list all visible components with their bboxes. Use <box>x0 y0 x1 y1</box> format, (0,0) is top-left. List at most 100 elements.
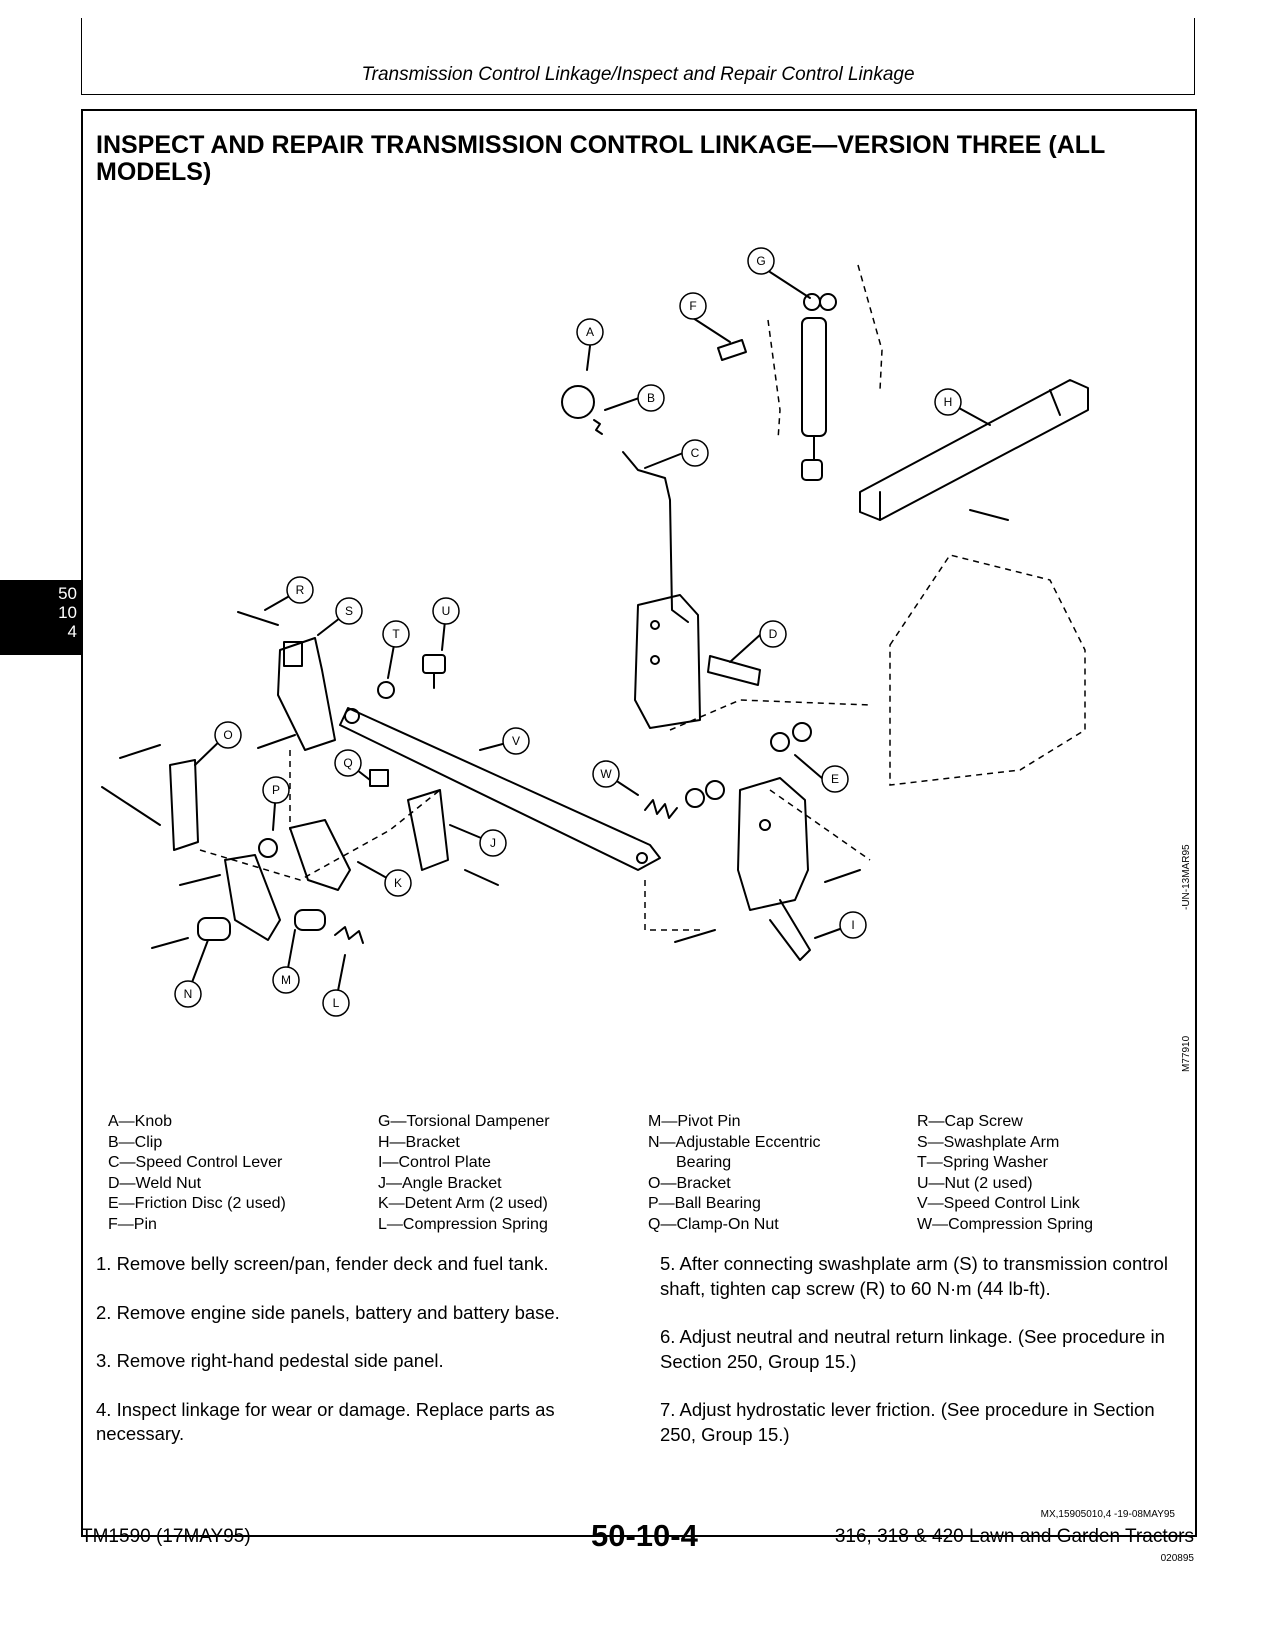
legend-item: L—Compression Spring <box>378 1215 548 1233</box>
callout-k-label: K <box>394 876 402 890</box>
ball-bearing <box>258 838 278 858</box>
knob <box>561 385 595 419</box>
legend-item: B—Clip <box>108 1133 163 1151</box>
clip <box>593 419 603 435</box>
legend-item: W—Compression Spring <box>917 1215 1094 1233</box>
callout-n-label: N <box>184 987 193 1001</box>
callouts: A B C D E F G H I J K L M N O P Q R S T … <box>174 247 962 1017</box>
callout-f: F <box>679 292 707 320</box>
legend-item: S—Swashplate Arm <box>917 1133 1060 1151</box>
legend-item: K—Detent Arm (2 used) <box>378 1195 548 1212</box>
weld-nut <box>707 655 761 686</box>
callout-c-label: C <box>691 446 700 460</box>
header-right-rule <box>1194 18 1195 95</box>
friction-disc-2 <box>792 722 812 742</box>
page-title: INSPECT AND REPAIR TRANSMISSION CONTROL … <box>96 131 1105 186</box>
callout-q-label: Q <box>343 756 352 770</box>
callout-l: L <box>322 989 350 1017</box>
pedestal-plate <box>634 594 701 729</box>
callout-i: I <box>839 911 867 939</box>
section-tab-label: 50 10 4 <box>58 584 77 641</box>
step-5: 5. After connecting swashplate arm (S) t… <box>660 1253 1168 1299</box>
callout-j: J <box>479 829 507 857</box>
callout-t: T <box>382 620 410 648</box>
header-rule <box>81 94 1195 95</box>
nut-u <box>422 654 446 689</box>
footer-date-code: 020895 <box>1160 1553 1194 1564</box>
callout-m: M <box>272 966 300 994</box>
legend-item: U—Nut (2 used) <box>917 1174 1033 1192</box>
section-tab-line3: 4 <box>67 622 77 641</box>
legend-item: J—Angle Bracket <box>378 1174 502 1192</box>
exploded-parts-diagram: A B C D E F G H I J K L M N O P Q R S T … <box>101 247 1089 1017</box>
callout-e-label: E <box>831 772 839 786</box>
step-1: 1. Remove belly screen/pan, fender deck … <box>96 1253 549 1274</box>
callout-j-label: J <box>490 836 496 850</box>
legend-item: H—Bracket <box>378 1133 460 1151</box>
friction-disc <box>770 732 790 752</box>
step-4: 4. Inspect linkage for wear or damage. R… <box>96 1398 555 1445</box>
clamp-on-nut <box>369 769 389 787</box>
screw-7 <box>969 509 1009 521</box>
callout-v-label: V <box>512 734 520 748</box>
callout-p-label: P <box>272 783 280 797</box>
callout-a: A <box>576 318 604 346</box>
footer-manual-id: TM1590 (17MAY95) <box>81 1526 251 1547</box>
reference-code: MX,15905010,4 -19-08MAY95 <box>1040 1509 1175 1520</box>
bracket-o <box>169 759 199 851</box>
callout-r: R <box>286 576 314 604</box>
eccentric-bearing <box>197 917 231 941</box>
callout-u: U <box>432 597 460 625</box>
leader-f <box>692 317 731 343</box>
callout-a-label: A <box>586 325 594 339</box>
leader-e <box>794 754 824 780</box>
callout-m-label: M <box>281 973 291 987</box>
cap-screw <box>237 611 279 626</box>
leader-g <box>769 271 811 299</box>
callout-l-label: L <box>333 996 340 1010</box>
angle-bracket <box>407 789 449 871</box>
legend-item: T—Spring Washer <box>917 1154 1048 1171</box>
callout-g-label: G <box>756 254 765 268</box>
callout-q: Q <box>334 749 362 777</box>
legend-item: F—Pin <box>108 1215 157 1233</box>
figure-code: -UN-13MAR95 <box>1181 844 1192 910</box>
detent-arm <box>289 819 351 891</box>
phantom-lines <box>199 264 1086 931</box>
detent-arm-2 <box>224 854 281 941</box>
legend-item: N—Adjustable Eccentric <box>648 1133 821 1151</box>
screw-1 <box>179 874 221 886</box>
callout-h-label: H <box>944 395 953 409</box>
legend-column-3: M—Pivot Pin N—Adjustable Eccentric Beari… <box>648 1112 821 1235</box>
legend-item-continued: Bearing <box>676 1154 732 1171</box>
legend-item: D—Weld Nut <box>108 1174 202 1192</box>
callout-b: B <box>637 384 665 412</box>
section-tab-line2: 10 <box>58 603 77 622</box>
callout-f-label: F <box>689 299 696 313</box>
screw-2 <box>151 937 189 949</box>
callout-d: D <box>759 620 787 648</box>
speed-control-lever <box>622 451 689 623</box>
callout-k: K <box>384 869 412 897</box>
callout-w-label: W <box>600 767 612 781</box>
running-head: Transmission Control Linkage/Inspect and… <box>361 64 915 85</box>
header-left-rule <box>81 18 82 95</box>
figure-id: M77910 <box>1181 1035 1192 1072</box>
leader-d <box>729 633 762 663</box>
screw-5 <box>674 929 716 943</box>
callout-u-label: U <box>442 604 451 618</box>
section-tab: 50 10 4 <box>0 580 81 655</box>
callout-i-label: I <box>851 918 854 932</box>
callout-v: V <box>502 727 530 755</box>
legend-item: P—Ball Bearing <box>648 1195 761 1212</box>
callout-o-label: O <box>223 728 232 742</box>
legend-item: Q—Clamp-On Nut <box>648 1215 779 1233</box>
speed-control-link <box>339 707 661 871</box>
legend-item: C—Speed Control Lever <box>108 1154 283 1171</box>
legend-item: V—Speed Control Link <box>917 1195 1080 1212</box>
torsional-dampener <box>801 293 837 481</box>
callout-s: S <box>335 597 363 625</box>
legend-item: I—Control Plate <box>378 1154 491 1171</box>
steps-left: 1. Remove belly screen/pan, fender deck … <box>96 1252 616 1471</box>
leader-a <box>586 345 591 371</box>
